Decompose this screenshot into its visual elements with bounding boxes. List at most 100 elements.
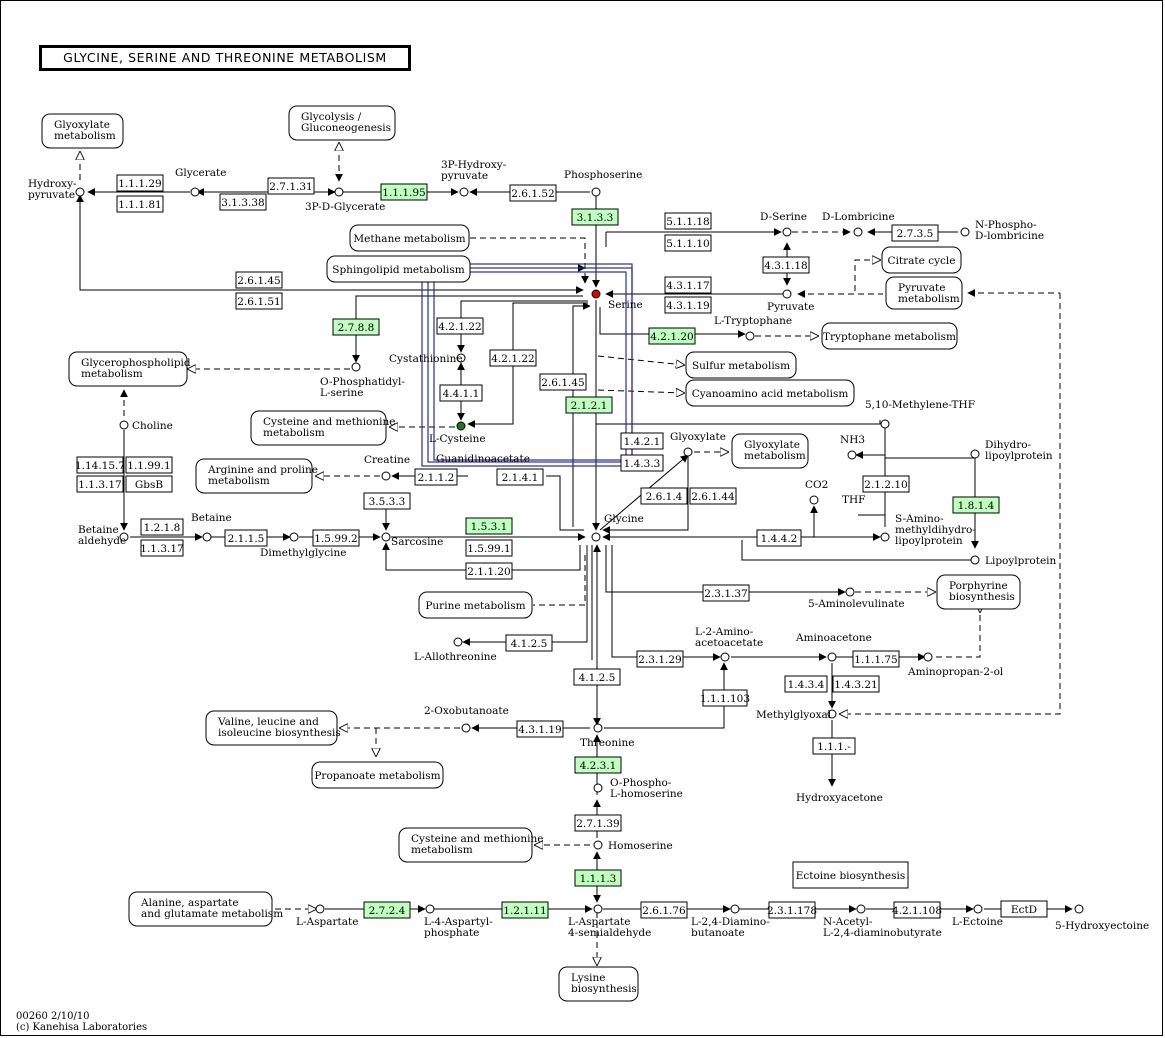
enzyme-box-e52[interactable]: 4.3.1.19 (516, 720, 564, 738)
enzyme-box-e26[interactable]: 1.1.99.1 (125, 456, 173, 474)
enzyme-box-e20[interactable]: 4.4.1.1 (439, 384, 483, 402)
enzyme-box-e62[interactable]: EctD (1000, 900, 1048, 918)
enzyme-box-e58[interactable]: 1.2.1.11 (501, 901, 549, 919)
enzyme-box-e18[interactable]: 4.2.1.22 (489, 349, 537, 367)
enzyme-box-e19[interactable]: 4.2.1.20 (648, 327, 696, 345)
enzyme-box-e42[interactable]: 2.1.1.20 (465, 562, 513, 580)
compound-node-c36[interactable] (827, 709, 837, 719)
enzyme-box-e14[interactable]: 4.3.1.17 (664, 276, 712, 294)
enzyme-box-e36[interactable]: 1.2.1.8 (140, 518, 184, 536)
compound-node-c15[interactable] (880, 419, 890, 429)
enzyme-box-e27[interactable]: 1.1.3.17 (76, 475, 124, 493)
compound-node-c5[interactable] (591, 187, 601, 197)
enzyme-box-e53[interactable]: 4.2.3.1 (574, 756, 622, 774)
compound-node-c31[interactable] (845, 587, 855, 597)
compound-node-c34[interactable] (827, 652, 837, 662)
compound-node-c48[interactable] (1074, 904, 1084, 914)
enzyme-box-e49[interactable]: 1.1.1.75 (852, 650, 900, 668)
compound-node-c38[interactable] (593, 723, 603, 733)
enzyme-box-e51[interactable]: 1.4.3.21 (832, 675, 880, 693)
map-link-m5[interactable]: Citrate cycle (881, 246, 962, 274)
compound-node-c22[interactable] (809, 495, 819, 505)
compound-node-c42[interactable] (315, 904, 325, 914)
map-link-m4[interactable]: Sphingolipid metabolism (326, 255, 471, 283)
enzyme-box-e13[interactable]: 2.6.1.51 (235, 292, 283, 310)
enzyme-box-e30[interactable]: 2.1.4.1 (496, 468, 544, 486)
compound-node-c3[interactable] (334, 187, 344, 197)
compound-node-c28[interactable] (591, 532, 601, 542)
enzyme-box-e45[interactable]: 4.1.2.5 (505, 634, 553, 652)
enzyme-box-e10[interactable]: 4.3.1.18 (762, 256, 810, 274)
compound-node-c10[interactable] (782, 289, 792, 299)
enzyme-box-e31[interactable]: 3.5.3.3 (363, 492, 411, 510)
map-link-m9[interactable]: Sulfur metabolism (685, 351, 797, 379)
compound-node-c32[interactable] (453, 637, 463, 647)
map-link-m17[interactable]: Propanoate metabolism (311, 761, 444, 789)
enzyme-box-e57[interactable]: 2.7.2.4 (363, 901, 411, 919)
compound-node-c12[interactable] (456, 353, 466, 363)
compound-node-c30[interactable] (970, 555, 980, 565)
compound-node-c33[interactable] (720, 652, 730, 662)
enzyme-box-e39[interactable]: 1.5.99.2 (312, 529, 360, 547)
map-link-m14[interactable]: Purine metabolism (418, 591, 533, 619)
compound-node-c4[interactable] (459, 187, 469, 197)
enzyme-box-e44[interactable]: 2.3.1.37 (702, 584, 750, 602)
enzyme-box-e21[interactable]: 2.6.1.45 (539, 373, 587, 391)
compound-node-c9[interactable] (591, 289, 601, 299)
enzyme-box-e15[interactable]: 4.3.1.19 (664, 296, 712, 314)
enzyme-box-e17[interactable]: 4.2.1.22 (436, 317, 484, 335)
enzyme-box-e61[interactable]: 4.2.1.108 (892, 901, 942, 919)
compound-node-c44[interactable] (593, 904, 603, 914)
compound-node-c37[interactable] (461, 723, 471, 733)
enzyme-box-e16[interactable]: 2.7.8.8 (332, 318, 380, 336)
compound-node-c17[interactable] (381, 471, 391, 481)
compound-node-c46[interactable] (856, 904, 866, 914)
compound-node-c24[interactable] (119, 532, 129, 542)
compound-node-c11[interactable] (745, 331, 755, 341)
enzyme-box-e29[interactable]: 2.1.1.2 (414, 468, 458, 486)
map-link-m3[interactable]: Methane metabolism (349, 224, 470, 252)
compound-node-c14[interactable] (456, 421, 466, 431)
enzyme-box-e2[interactable]: 1.1.1.81 (116, 195, 164, 213)
enzyme-box-e28[interactable]: GbsB (125, 475, 173, 493)
compound-node-c27[interactable] (381, 532, 391, 542)
enzyme-box-e24[interactable]: 1.4.3.3 (620, 454, 664, 472)
enzyme-box-e35[interactable]: 1.8.1.4 (952, 496, 1000, 514)
enzyme-box-e12[interactable]: 2.6.1.45 (235, 271, 283, 289)
compound-node-c13[interactable] (351, 362, 361, 372)
compound-node-c25[interactable] (202, 532, 212, 542)
enzyme-box-e11[interactable]: 2.7.3.5 (891, 224, 939, 242)
ectoine-biosynthesis-box[interactable]: Ectoine biosynthesis (792, 861, 909, 889)
compound-node-c19[interactable] (683, 447, 693, 457)
compound-node-c6[interactable] (782, 227, 792, 237)
enzyme-box-e56[interactable]: 1.1.1.3 (574, 869, 622, 887)
enzyme-box-e9[interactable]: 5.1.1.10 (664, 234, 712, 252)
enzyme-box-e47[interactable]: 2.3.1.29 (636, 650, 684, 668)
compound-node-c29[interactable] (880, 532, 890, 542)
enzyme-box-e23[interactable]: 1.4.2.1 (620, 432, 664, 450)
compound-node-c2[interactable] (190, 187, 200, 197)
enzyme-box-e1[interactable]: 1.1.1.29 (116, 174, 164, 192)
enzyme-box-e6[interactable]: 2.6.1.52 (509, 184, 557, 202)
enzyme-box-e46[interactable]: 4.1.2.5 (573, 668, 621, 686)
enzyme-box-e60[interactable]: 2.3.1.178 (767, 901, 817, 919)
enzyme-box-e8[interactable]: 5.1.1.18 (664, 212, 712, 230)
enzyme-box-e25[interactable]: 1.14.15.7 (75, 456, 125, 474)
compound-node-c20[interactable] (847, 450, 857, 460)
enzyme-box-e40[interactable]: 1.5.3.1 (465, 517, 513, 535)
compound-node-c43[interactable] (425, 904, 435, 914)
map-link-m10[interactable]: Cyanoamino acid metabolism (685, 379, 855, 407)
enzyme-box-e34[interactable]: 2.1.2.10 (862, 475, 910, 493)
compound-node-c39[interactable] (593, 783, 603, 793)
enzyme-box-e41[interactable]: 1.5.99.1 (465, 539, 513, 557)
compound-node-c45[interactable] (730, 904, 740, 914)
enzyme-box-e48[interactable]: 1.1.1.103 (700, 689, 750, 707)
compound-node-c21[interactable] (970, 449, 980, 459)
enzyme-box-e22[interactable]: 2.1.2.1 (565, 396, 613, 414)
